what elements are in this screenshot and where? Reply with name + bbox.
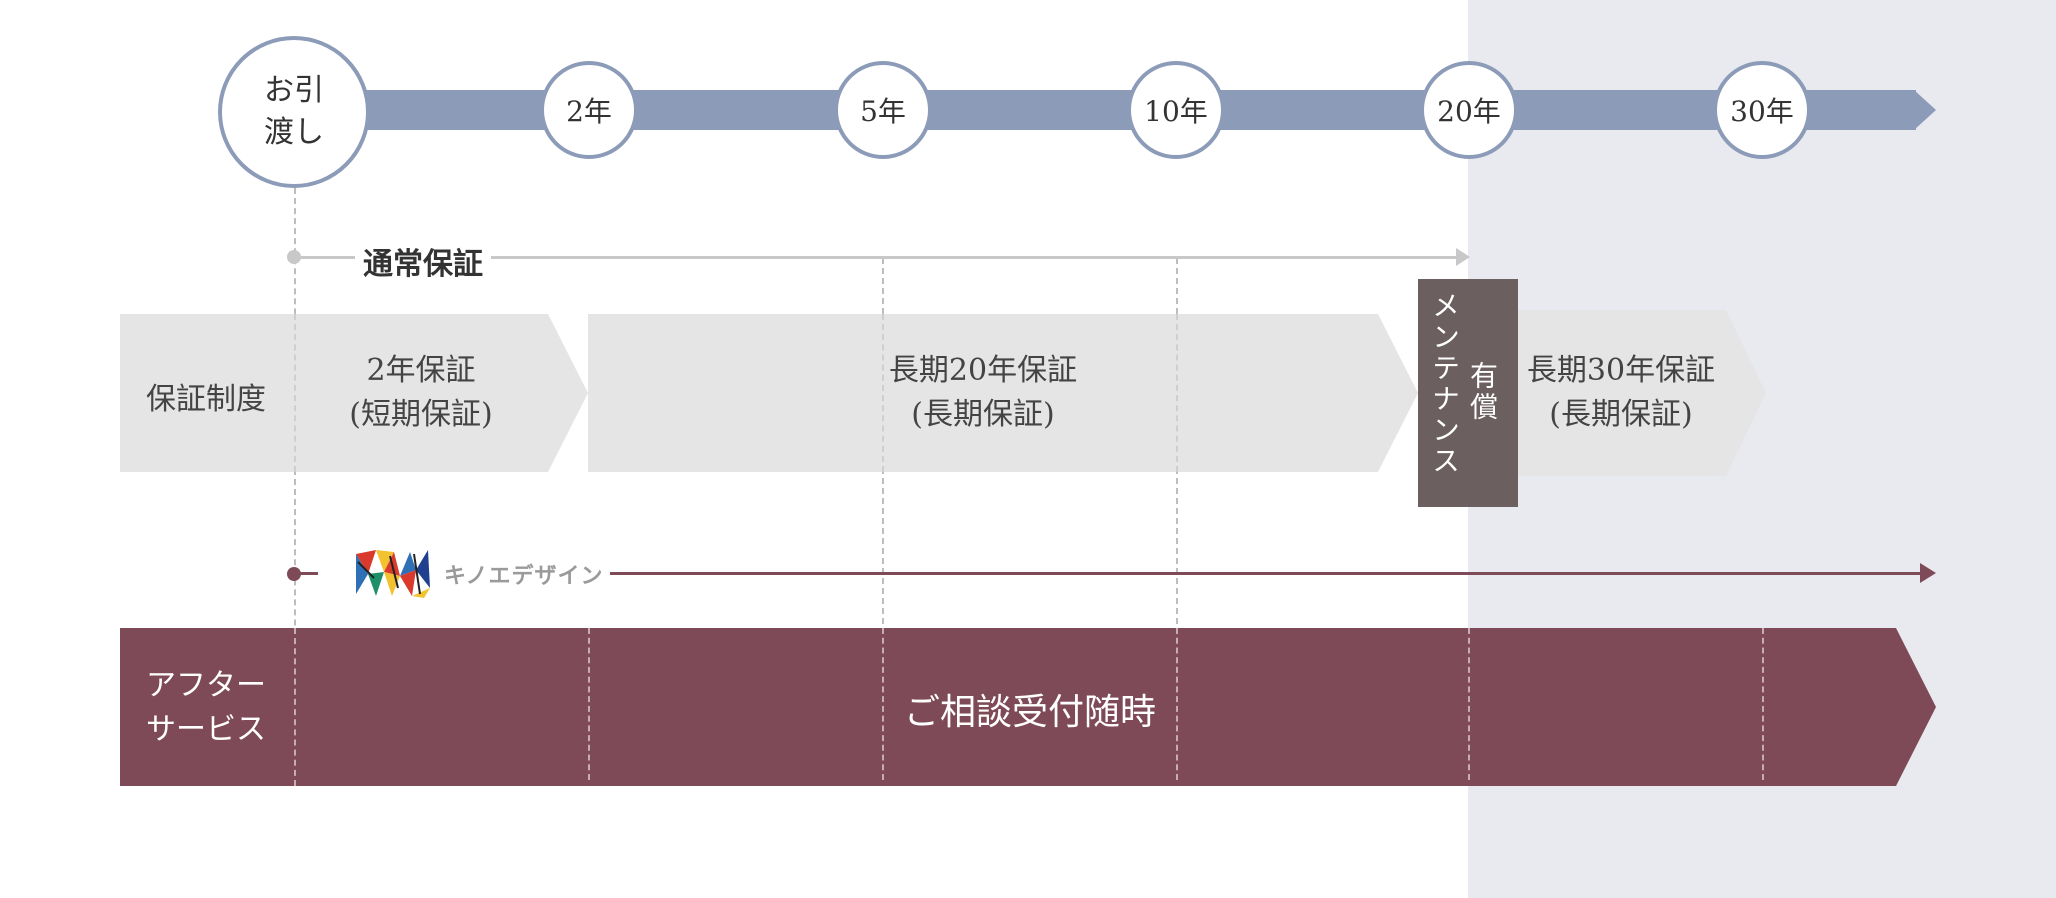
milestone-label: 30年: [1730, 95, 1794, 128]
warranty-segment-2-years: 2年保証 (短期保証): [294, 314, 588, 472]
handover-label-line2: 渡し: [264, 115, 324, 150]
handover-label-line1: お引: [264, 73, 324, 108]
milestone-5-years: 5年: [834, 61, 932, 159]
warranty-30y-title: 長期30年保証: [1526, 353, 1716, 388]
timeline-arrowhead: [1914, 90, 1936, 130]
after-service-tick: [300, 572, 318, 575]
standard-warranty-line: [318, 256, 1458, 259]
standard-warranty-arrowhead: [1456, 248, 1470, 266]
warranty-20y-title: 長期20年保証: [888, 353, 1078, 388]
guide-line-5-years-overlay: [882, 314, 884, 472]
paid-label: 有償: [1466, 361, 1499, 423]
warranty-20y-subtitle: (長期保証): [911, 397, 1055, 432]
maintenance-label: メンテナンス: [1428, 291, 1461, 477]
after-guide-2-years: [588, 628, 590, 780]
after-guide-5-years: [882, 628, 884, 780]
standard-warranty-label: 通常保証: [355, 239, 491, 283]
milestone-10-years: 10年: [1127, 61, 1225, 159]
warranty-segment-30-years: 長期30年保証 (長期保証): [1510, 310, 1766, 476]
milestone-label: 20年: [1437, 95, 1501, 128]
milestone-label: 5年: [860, 95, 906, 128]
company-logo-icon: [354, 548, 434, 600]
guide-line-handover: [294, 188, 296, 786]
milestone-label: 10年: [1144, 95, 1208, 128]
after-service-band: [120, 628, 1936, 786]
warranty-system-label: 保証制度: [146, 382, 266, 417]
warranty-30y-subtitle: (長期保証): [1549, 397, 1693, 432]
milestone-label: 2年: [566, 95, 612, 128]
guide-line-10-years-overlay: [1176, 314, 1178, 472]
milestone-2-years: 2年: [540, 61, 638, 159]
consultation-anytime-text: ご相談受付随時: [903, 692, 1156, 733]
milestone-20-years: 20年: [1420, 61, 1518, 159]
milestone-handover: お引渡し: [218, 36, 370, 188]
guide-line-handover-overlay: [294, 314, 296, 472]
after-service-arrowhead: [1920, 563, 1936, 583]
after-guide-20-years: [1468, 628, 1470, 780]
warranty-2y-subtitle: (短期保証): [349, 397, 493, 432]
warranty-label-box: [120, 314, 294, 472]
company-logo-text: キノエデザイン: [444, 558, 610, 590]
after-guide-handover: [294, 628, 296, 786]
after-service-label-line2: サービス: [146, 712, 266, 747]
after-service-label: アフター サービス: [146, 664, 266, 752]
paid-maintenance-box: メンテナンス 有償: [1418, 279, 1518, 507]
warranty-2y-title: 2年保証: [366, 353, 476, 388]
after-service-line: [610, 572, 1922, 575]
standard-warranty-start-dot: [287, 250, 301, 264]
milestone-30-years: 30年: [1713, 61, 1811, 159]
after-service-start-dot: [287, 567, 301, 581]
after-service-label-line1: アフター: [146, 668, 266, 703]
after-guide-10-years: [1176, 628, 1178, 780]
standard-warranty-tick: [300, 256, 318, 259]
warranty-segment-20-years: 長期20年保証 (長期保証): [588, 314, 1418, 472]
after-guide-30-years: [1762, 628, 1764, 780]
